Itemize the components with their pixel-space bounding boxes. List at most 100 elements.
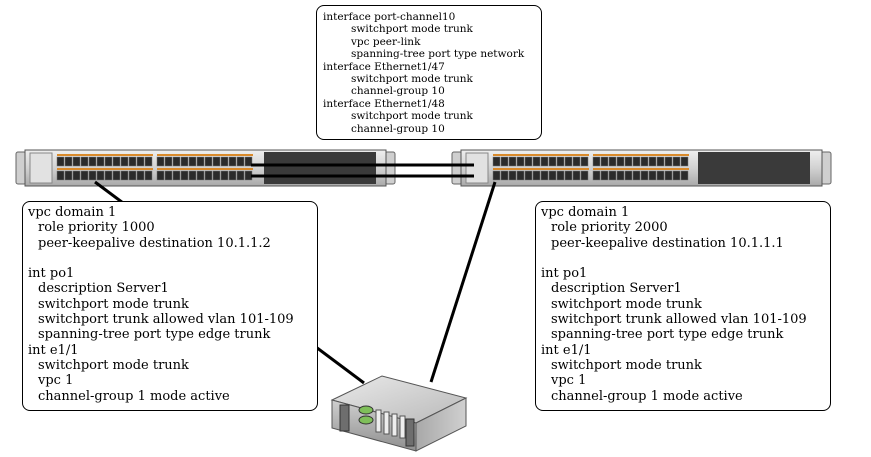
switch-port [220, 170, 229, 181]
config-line: peer-keepalive destination 10.1.1.2 [38, 235, 271, 251]
config-line: int e1/1 [541, 342, 592, 358]
config-line: spanning-tree port type edge trunk [38, 327, 271, 343]
config-line: channel-group 1 mode active [38, 388, 230, 404]
switch-port [492, 170, 501, 181]
config-line: description Server1 [551, 281, 682, 297]
switch-port [580, 156, 589, 167]
config-line: switchport trunk allowed vlan 101-109 [38, 312, 294, 328]
port-label-strip [493, 168, 589, 170]
config-line: switchport mode trunk [351, 110, 473, 123]
switch-port [88, 170, 97, 181]
switch-port [656, 156, 665, 167]
switch-port [136, 170, 145, 181]
switch-port [548, 156, 557, 167]
switch-port [664, 156, 673, 167]
switch-port [564, 156, 573, 167]
switch-port [72, 170, 81, 181]
config-line: vpc domain 1 [541, 205, 630, 220]
management-panel [29, 152, 53, 184]
switch-port [572, 156, 581, 167]
switch-port [492, 156, 501, 167]
switch-port [640, 156, 649, 167]
switch-port [64, 170, 73, 181]
switch-port [680, 170, 689, 181]
switch-port [164, 170, 173, 181]
switch-port [540, 170, 549, 181]
config-line: int po1 [28, 266, 75, 282]
switch-port [516, 156, 525, 167]
switch-port [508, 170, 517, 181]
switch-port [188, 170, 197, 181]
switch-port [112, 170, 121, 181]
switch-port [640, 170, 649, 181]
switch-port [592, 170, 601, 181]
switch-port [104, 170, 113, 181]
switch-port [600, 170, 609, 181]
switch-port [632, 156, 641, 167]
switch-port [228, 156, 237, 167]
switch-port [64, 156, 73, 167]
config-line: int po1 [541, 266, 588, 282]
switch-port [104, 156, 113, 167]
switch-port [632, 170, 641, 181]
switch-port [556, 170, 565, 181]
config-line: role priority 2000 [551, 220, 668, 236]
switch-port [572, 170, 581, 181]
switch-port [236, 170, 245, 181]
switch-port [196, 156, 205, 167]
config-line [541, 251, 825, 266]
switch-port [548, 170, 557, 181]
switch-port [500, 170, 509, 181]
config-line: switchport mode trunk [351, 23, 473, 36]
switch-port [212, 156, 221, 167]
switch-port [624, 170, 633, 181]
switch-port [556, 156, 565, 167]
config-line: interface port-channel10 [323, 11, 456, 23]
switch-port [128, 156, 137, 167]
switch-port [564, 170, 573, 181]
switch-port [180, 156, 189, 167]
switch-port [112, 156, 121, 167]
switch-port [172, 170, 181, 181]
switch-port [624, 156, 633, 167]
left-switch-ports [29, 152, 253, 184]
switch-port [128, 170, 137, 181]
switch-port [56, 170, 65, 181]
switch-port [180, 170, 189, 181]
switch-port [616, 156, 625, 167]
config-line: vpc 1 [551, 373, 587, 389]
config-line: channel-group 10 [351, 122, 445, 135]
config-line: switchport mode trunk [551, 296, 702, 312]
switch-port [56, 156, 65, 167]
switch-port [96, 170, 105, 181]
switch-port [156, 156, 165, 167]
switch-port [236, 156, 245, 167]
config-line: peer-keepalive destination 10.1.1.1 [551, 235, 784, 251]
switch-port [220, 156, 229, 167]
config-line [28, 251, 312, 266]
config-line: vpc 1 [38, 373, 74, 389]
switch-port [188, 156, 197, 167]
config-line: switchport trunk allowed vlan 101-109 [551, 312, 807, 328]
config-line: channel-group 10 [351, 85, 445, 98]
port-label-strip [493, 154, 589, 156]
switch-port [672, 170, 681, 181]
port-label-strip [57, 154, 153, 156]
left-switch [15, 149, 396, 187]
switch-port [600, 156, 609, 167]
switch-port [680, 156, 689, 167]
port-label-strip [157, 154, 253, 156]
config-line: description Server1 [38, 281, 169, 297]
config-line: role priority 1000 [38, 220, 155, 236]
switch-port [608, 170, 617, 181]
switch-port [80, 156, 89, 167]
switch-port [136, 156, 145, 167]
config-line: vpc peer-link [351, 35, 421, 48]
port-label-strip [593, 168, 689, 170]
switch-port [196, 170, 205, 181]
switch-port [508, 156, 517, 167]
port-label-strip [157, 168, 253, 170]
switch-port [648, 156, 657, 167]
switch-port [244, 156, 253, 167]
